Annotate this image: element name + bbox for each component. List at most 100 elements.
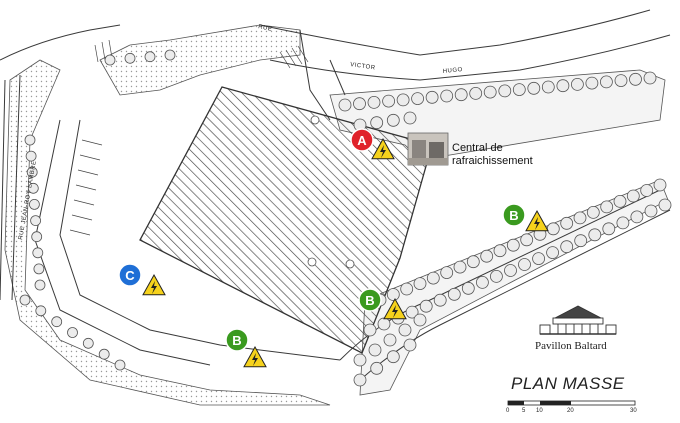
tree [602, 222, 616, 236]
tree [453, 260, 467, 274]
scale-tick-30: 30 [630, 408, 637, 414]
tree [585, 76, 599, 90]
tree [370, 116, 384, 130]
tree [425, 90, 439, 104]
tree [164, 49, 176, 61]
tree [386, 350, 400, 364]
pavillon-logo-icon [539, 305, 617, 335]
plan-title: PLAN MASSE [511, 374, 625, 393]
parking-bays [69, 39, 309, 236]
building-column [307, 257, 317, 267]
tree [600, 200, 614, 214]
marker-a[interactable]: A [350, 128, 374, 152]
lightning-bolt-icon [252, 353, 258, 366]
tree [574, 234, 588, 248]
tree [556, 79, 570, 93]
tree [613, 194, 627, 208]
tree [461, 281, 475, 295]
tree [433, 293, 447, 307]
tree [629, 72, 642, 86]
marker-circle [358, 288, 382, 312]
tree [600, 75, 613, 89]
tree [382, 94, 396, 108]
tree [653, 178, 667, 192]
tree [377, 317, 391, 331]
tree [363, 323, 377, 337]
tree [447, 287, 461, 301]
building-column [345, 259, 355, 269]
tree [367, 96, 381, 109]
cooling-plant-label-line1: Central de [452, 142, 503, 154]
lightning-bolt-icon [380, 145, 386, 158]
tree [512, 83, 526, 96]
tree [498, 84, 512, 98]
tree [386, 288, 400, 301]
scale-tick-0: 0 [506, 408, 510, 414]
tree [51, 316, 63, 328]
marker-circle [350, 128, 374, 152]
tree [396, 93, 410, 107]
tree [353, 97, 366, 111]
cooling-plant-photo [407, 132, 449, 166]
tree [483, 85, 497, 99]
tree [82, 337, 94, 349]
tree [368, 343, 382, 357]
tree [640, 184, 654, 197]
trees [19, 49, 672, 387]
lightning-bolt-icon [534, 217, 540, 230]
tree [104, 54, 116, 66]
tree [475, 275, 489, 289]
tree [440, 266, 454, 280]
tree [454, 88, 468, 102]
lightning-bolt-icon [151, 281, 157, 294]
tree [338, 98, 352, 112]
tree [353, 373, 367, 387]
tree [480, 249, 494, 263]
tree [144, 51, 156, 63]
marker-letter: A [357, 133, 367, 148]
tree [527, 81, 541, 95]
marker-circle [118, 263, 142, 287]
tree [19, 294, 31, 306]
tree [32, 247, 44, 259]
marker-letter: B [365, 293, 374, 308]
tree [493, 244, 507, 258]
marker-b[interactable]: B [225, 328, 249, 352]
tree [413, 277, 427, 291]
tree [588, 228, 602, 242]
tree [644, 204, 658, 218]
marker-letter: C [125, 268, 135, 283]
tree [33, 263, 45, 275]
tree [658, 198, 672, 212]
tree [626, 189, 640, 203]
tree [24, 134, 36, 146]
tree [353, 353, 367, 367]
cooling-plant-label-line2: rafraichissement [452, 155, 533, 167]
tree [34, 279, 46, 291]
tree [630, 210, 644, 224]
marker-circle [225, 328, 249, 352]
marker-c[interactable]: C [118, 263, 142, 287]
lightning-bolt-icon [392, 305, 398, 318]
tree [370, 361, 384, 375]
tree [426, 271, 440, 285]
scale-tick-20: 20 [567, 408, 574, 414]
tree [560, 240, 574, 254]
tree [411, 92, 425, 105]
marker-b[interactable]: B [358, 288, 382, 312]
tree [571, 78, 584, 91]
scale-tick-10: 10 [536, 408, 543, 414]
tree [466, 255, 480, 269]
tree [413, 313, 427, 327]
tree [26, 166, 38, 178]
tree [520, 233, 534, 247]
tree [573, 211, 587, 225]
tree [403, 111, 417, 125]
street-name-rue: RUE [258, 24, 273, 33]
tree [504, 264, 517, 277]
marker-b[interactable]: B [502, 203, 526, 227]
tree [67, 327, 78, 338]
tree [489, 269, 503, 283]
tree [25, 150, 37, 162]
